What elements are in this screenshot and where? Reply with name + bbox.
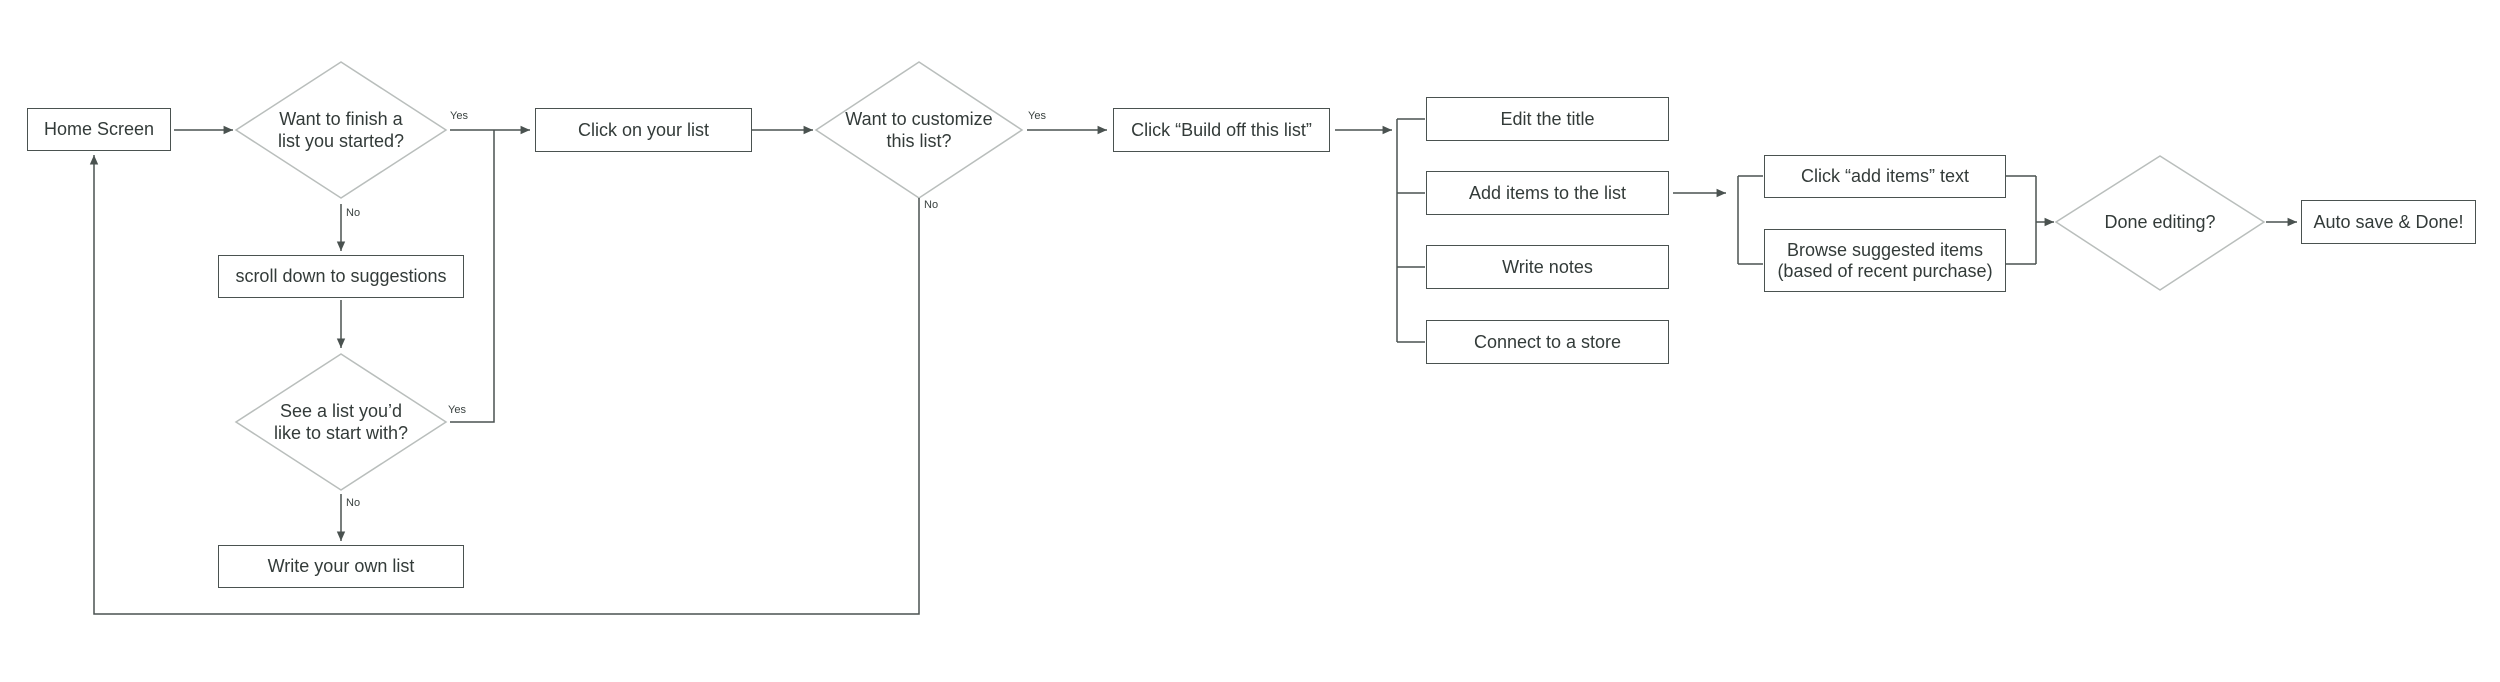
- node-browse-suggested: Browse suggested items (based of recent …: [1764, 229, 2006, 292]
- edge-label-see-yes: Yes: [448, 404, 466, 416]
- node-connect-store: Connect to a store: [1426, 320, 1669, 364]
- decision-diamond-done: [2054, 155, 2266, 291]
- edge-label-finish-no: No: [346, 207, 361, 219]
- edge-label-customize-no: No: [924, 199, 939, 211]
- node-write-own-list: Write your own list: [218, 545, 464, 588]
- edge-label-finish-yes: Yes: [450, 110, 468, 122]
- connector-customize-no: [89, 155, 920, 615]
- node-write-notes: Write notes: [1426, 245, 1669, 289]
- connector-see-yes: [450, 130, 495, 423]
- node-edit-title: Edit the title: [1426, 97, 1669, 141]
- node-home-screen: Home Screen: [27, 108, 171, 151]
- node-build-off-list: Click “Build off this list”: [1113, 108, 1330, 152]
- edge-label-customize-yes: Yes: [1028, 110, 1046, 122]
- node-click-list: Click on your list: [535, 108, 752, 152]
- edge-label-see-no: No: [346, 497, 361, 509]
- node-auto-save-done: Auto save & Done!: [2301, 200, 2476, 244]
- decision-diamond-finish: [234, 61, 448, 199]
- node-add-items: Add items to the list: [1426, 171, 1669, 215]
- node-scroll-suggestions: scroll down to suggestions: [218, 255, 464, 298]
- decision-diamond-see-list: [234, 353, 448, 491]
- node-click-add-items-text: Click “add items” text: [1764, 155, 2006, 198]
- decision-diamond-customize: [814, 61, 1024, 199]
